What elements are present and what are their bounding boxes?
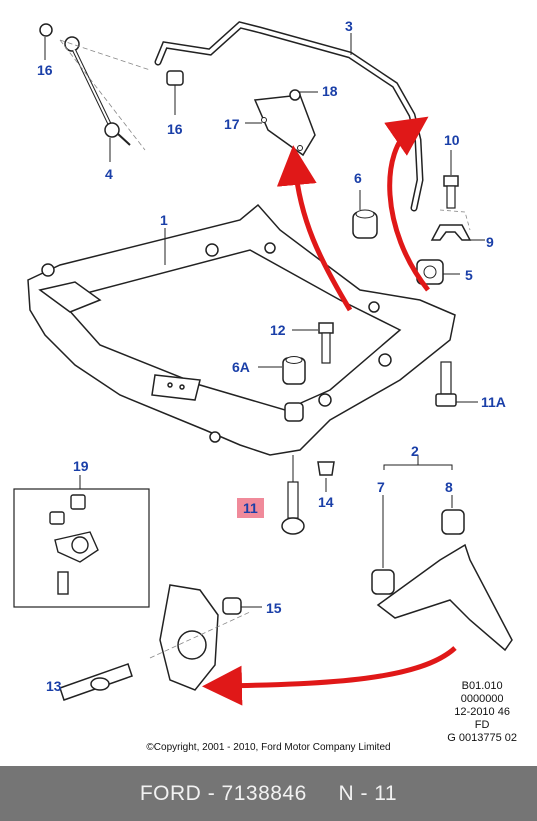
red-arrow-upper-right [384,116,430,292]
callout-16-bottom: 16 [167,121,183,137]
parts-diagram: 16 16 3 18 17 10 4 6 1 9 5 12 6A 11A 2 1… [13,18,517,753]
callout-5: 5 [465,267,473,283]
callout-11a: 11A [481,394,506,410]
lower-arm-bushing [59,584,242,701]
footer-part-number: 7138846 [221,781,307,805]
callout-12: 12 [270,322,286,338]
bushing-5 [416,259,460,285]
red-arrow-center [276,145,353,312]
callout-19: 19 [73,458,89,474]
reference-block: B01.010 0000000 12-2010 46 FD G 0013775 … [447,680,517,745]
copyright-notice: ©Copyright, 2001 - 2010, Ford Motor Comp… [146,742,391,753]
callout-9: 9 [486,234,494,250]
callout-16-top: 16 [37,62,53,78]
lower-control-arm [371,509,513,652]
callout-10: 10 [444,132,460,148]
footer-separator: - [201,781,222,805]
reference-line-4: FD [474,719,490,731]
nut-16 [166,70,184,115]
bolt-12 [292,322,334,364]
red-arrow-lower [202,646,457,706]
callout-3: 3 [345,18,353,34]
callout-18: 18 [322,83,338,99]
reference-line-1: B01.010 [461,680,503,692]
callout-2: 2 [411,443,419,459]
callout-17: 17 [224,116,240,132]
stabilizer-link [39,23,131,146]
callout-6: 6 [354,170,362,186]
callout-7: 7 [377,479,385,495]
callout-11-highlighted: 11 [237,498,264,518]
footer-brand: FORD [139,781,202,805]
bushing-6a [258,356,306,422]
footer-bar: FORD - 7138846 N - 11 [0,766,537,821]
subframe-1 [27,203,456,456]
ball-joint-parts [49,494,99,595]
callout-13: 13 [46,678,62,694]
footer-gap [307,782,339,806]
bracket-17 [245,89,318,157]
diagram-drawing [13,21,513,706]
bolt-10 [443,150,459,209]
clamp-9 [430,209,485,241]
reference-line-3: 12-2010 46 [454,706,510,718]
callout-15: 15 [266,600,282,616]
callout-14: 14 [318,494,334,510]
reference-line-5: G 0013775 02 [447,732,517,744]
reference-line-2: 0000000 [460,693,504,705]
bolt-11 [281,455,305,535]
footer-page: N - 11 [338,781,398,805]
bolt-11a [435,361,478,407]
callout-8: 8 [445,479,453,495]
nut-14 [317,461,335,492]
bushing-6 [352,190,378,239]
callout-4: 4 [105,166,113,182]
callout-6a: 6A [232,359,250,375]
callout-1: 1 [160,212,168,228]
